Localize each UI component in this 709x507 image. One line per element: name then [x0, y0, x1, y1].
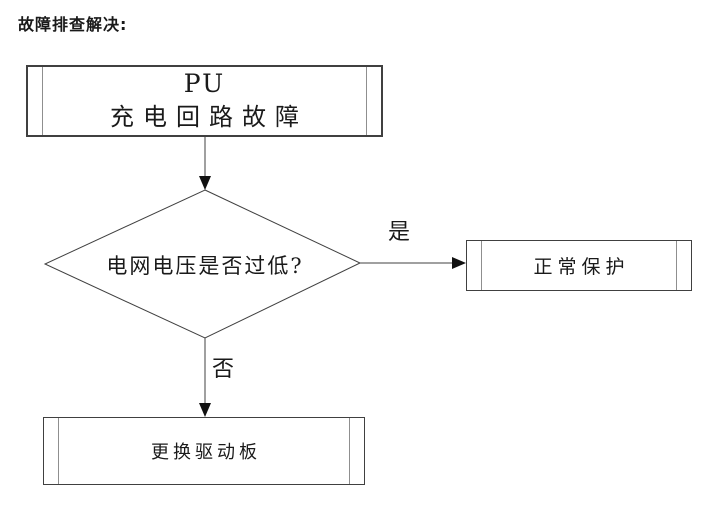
predefined-process-left-bar [42, 67, 43, 135]
node-fault-box: PU 充电回路故障 [26, 65, 383, 137]
node-replace-label: 更换驱动板 [151, 442, 261, 463]
edge-no-label: 否 [212, 357, 235, 382]
predefined-process-left-bar [58, 418, 59, 484]
node-replace-box: 更换驱动板 [43, 417, 365, 485]
edge-yes-label: 是 [388, 220, 411, 245]
predefined-process-right-bar [676, 241, 677, 290]
node-fault-label-line1: PU [183, 69, 226, 98]
arrowhead-down-icon [199, 403, 211, 417]
node-protect-label: 正常保护 [533, 256, 630, 278]
arrowhead-down-icon [199, 176, 211, 190]
page-title: 故障排查解决: [18, 15, 128, 34]
node-decision-label: 电网电压是否过低? [106, 254, 304, 278]
node-protect-box: 正常保护 [466, 240, 692, 291]
predefined-process-left-bar [481, 241, 482, 290]
arrowhead-right-icon [452, 257, 466, 269]
node-fault-label-line2: 充电回路故障 [110, 103, 308, 131]
predefined-process-right-bar [349, 418, 350, 484]
predefined-process-right-bar [366, 67, 367, 135]
